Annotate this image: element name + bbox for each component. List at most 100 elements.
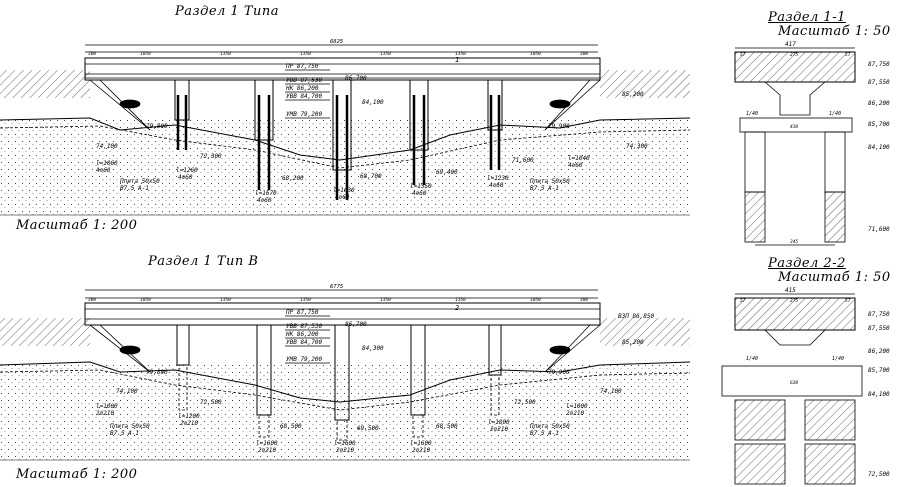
pile-count: 2⌀210 (258, 447, 276, 454)
sec2-mark: 87,750 (868, 311, 890, 318)
section-mark: 2 (455, 304, 459, 312)
sec2-mark: 85,700 (868, 367, 890, 374)
right-pile-count: 4⌀60 (568, 162, 583, 169)
sec1-slope: 1/40 (829, 111, 841, 117)
sec1-mark: 71,600 (868, 226, 890, 233)
right-bottom-mark: 74,100 (600, 388, 622, 395)
pile-count: 2⌀210 (490, 426, 508, 433)
pier-mark: 69,500 (357, 425, 379, 432)
top-elevation-scale: Масштаб 1: 200 (16, 218, 138, 233)
top-span-label: 1050 (530, 51, 541, 57)
pier-mark: 72,500 (514, 399, 536, 406)
section-1-drawing (734, 47, 856, 246)
right-cone-concrete: В7.5 А-1 (530, 430, 559, 437)
bottom-total-length: 6775 (330, 284, 343, 290)
sec1-dim: 275 (790, 52, 798, 58)
sec1-mark: 85,700 (868, 121, 890, 128)
pile-length: l=1600 (256, 440, 278, 447)
top-span-label: 1350 (380, 51, 391, 57)
left-pile-length: l=1000 (96, 403, 118, 410)
pier-mark: 72,500 (200, 399, 222, 406)
level-pr: ПР 87,750 (285, 63, 319, 70)
bottom-span-label: 1050 (140, 297, 151, 303)
mid-mark: 86,700 (345, 321, 367, 328)
pier-mark: 68,500 (280, 423, 302, 430)
pile-length: l=1550 (410, 183, 432, 190)
pile-length: l=1630 (333, 187, 355, 194)
pile-length: l=1260 (176, 167, 198, 174)
top-total-length: 6825 (330, 39, 343, 45)
pile-count: 4⌀60 (178, 174, 193, 181)
right-cone-plate: Плита 50x50 (529, 423, 570, 430)
sec2-width: 415 (785, 287, 796, 294)
sec2-slope: 1/40 (832, 356, 844, 362)
right-cone-concrete: В7.5 А-1 (530, 185, 559, 192)
top-span-label: 1050 (140, 51, 151, 57)
pier-mark: 72,300 (200, 153, 222, 160)
bottom-elevation (0, 289, 691, 461)
left-pile-count: 4⌀60 (96, 167, 111, 174)
right-pile-length: l=1040 (568, 155, 590, 162)
section-1-scale: Масштаб 1: 50 (778, 24, 891, 39)
pile-count: 4⌀60 (412, 190, 427, 197)
sec1-dim: 430 (790, 124, 798, 130)
sec2-slope: 1/40 (746, 356, 758, 362)
top-span-label: 300 (87, 51, 96, 57)
left-cone-plate: Плита 50x50 (119, 178, 160, 185)
pile-count: 4⌀60 (335, 194, 350, 201)
pile-length: l=1670 (255, 190, 277, 197)
mid-mark: 86,700 (345, 75, 367, 82)
sec1-slope: 1/40 (746, 111, 758, 117)
top-span-label: 1350 (300, 51, 311, 57)
pile-count: 2⌀210 (336, 447, 354, 454)
left-bottom-mark: 74,100 (116, 388, 138, 395)
top-span-label: 1350 (455, 51, 466, 57)
pile-count: 2⌀210 (180, 420, 198, 427)
level-uvb: УВВ 84,700 (286, 339, 323, 346)
sec2-dim: 620 (790, 380, 798, 386)
section-mark: 1 (455, 56, 459, 64)
top-elevation-title: Раздел 1 Типа (175, 4, 279, 19)
pile-count: 2⌀210 (412, 447, 430, 454)
section-1-labels: 417 87,750 87,550 86,200 85,700 84,100 7… (740, 41, 890, 245)
section-2-scale: Масштаб 1: 50 (778, 270, 891, 285)
right-bottom-mark: 74,300 (626, 143, 648, 150)
pier-mark: 69,400 (436, 169, 458, 176)
pier-mark: 68,500 (436, 423, 458, 430)
sec2-mark: 72,500 (868, 471, 890, 478)
left-cone-plate: Плита 50x50 (109, 423, 150, 430)
section-2-title: Раздел 2-2 (768, 256, 846, 271)
bottom-span-label: 1050 (530, 297, 541, 303)
level-uvv: УВВ 87,530 (286, 323, 323, 330)
top-elevation (0, 44, 691, 216)
pile-count: 4⌀60 (257, 197, 272, 204)
sec1-dim: 57 (740, 52, 746, 58)
bottom-elevation-labels: 6775 300 1050 1350 1350 1350 1350 1050 3… (87, 284, 655, 454)
pile-count: 4⌀60 (489, 182, 504, 189)
bottom-span-label: 300 (87, 297, 96, 303)
level-nk: НК 86,200 (285, 85, 319, 92)
mid-mark: 84,100 (362, 99, 384, 106)
level-uvb: УВВ 84,700 (286, 93, 323, 100)
sec2-dim: 57 (740, 298, 746, 304)
left-pile-count: 2⌀210 (96, 410, 114, 417)
level-pr: ПР 87,750 (285, 309, 319, 316)
left-pile-length: l=1060 (96, 160, 118, 167)
right-mark: 85,200 (622, 91, 644, 98)
bottom-span-label: 1350 (220, 297, 231, 303)
section-2-labels: 415 87,750 87,550 86,200 85,700 84,100 7… (740, 287, 890, 478)
level-umv: УМВ 79,200 (286, 111, 323, 118)
pier-mark: 68,200 (282, 175, 304, 182)
left-bottom-mark: 74,100 (96, 143, 118, 150)
right-pile-length: l=1000 (566, 403, 588, 410)
level-umv: УМВ 79,200 (286, 356, 323, 363)
sec2-dim: 275 (790, 298, 798, 304)
sec1-mark: 84,100 (868, 144, 890, 151)
pile-length: l=1600 (334, 440, 356, 447)
soil-fill (0, 120, 690, 215)
pile-length: l=1800 (488, 419, 510, 426)
sec1-dim: 345 (789, 239, 798, 245)
sec2-dim: 57 (845, 298, 851, 304)
bottom-span-label: 300 (579, 297, 588, 303)
sec2-mark: 86,200 (868, 348, 890, 355)
